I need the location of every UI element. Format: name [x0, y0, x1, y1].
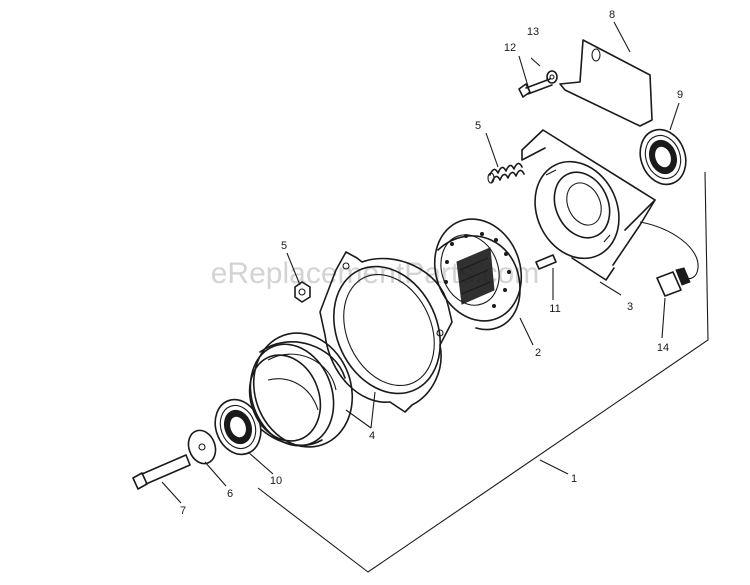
callout-12: 12: [504, 42, 516, 54]
part-9-bearing: [639, 128, 687, 186]
callout-10: 10: [270, 475, 282, 487]
callout-3: 3: [627, 301, 633, 313]
callout-labels: 1 2 3 4 5 5 6 7 8 9 10 11 12 13 14: [180, 9, 683, 517]
callout-4: 4: [369, 430, 375, 442]
part-8-mounting-plate: [559, 39, 653, 127]
callout-7: 7: [180, 505, 186, 517]
part-11-pin: [535, 254, 557, 270]
part-7-bolt: [132, 454, 191, 490]
part-10-bearing: [214, 398, 262, 456]
assembly-bracket-1: [257, 171, 709, 573]
part-12-bolt: [518, 78, 553, 98]
part-13-washer: [546, 70, 558, 84]
callout-6: 6: [227, 488, 233, 500]
callout-11: 11: [549, 303, 560, 315]
callout-9: 9: [677, 89, 683, 101]
part-4-flange-housing: [319, 251, 453, 413]
callout-8: 8: [609, 9, 615, 21]
callout-2: 2: [535, 347, 541, 359]
part-5-spring: [487, 162, 525, 184]
leader-lines: [161, 21, 680, 504]
callout-1: 1: [571, 473, 577, 485]
part-5-nut: [294, 281, 311, 303]
part-3-field-housing: [521, 129, 699, 281]
part-14-connector: [656, 267, 691, 297]
callout-5-nut: 5: [281, 240, 287, 252]
callout-14: 14: [657, 342, 669, 354]
callout-13: 13: [527, 26, 539, 38]
callout-5-spring: 5: [475, 120, 481, 132]
part-6-washer: [187, 429, 217, 465]
